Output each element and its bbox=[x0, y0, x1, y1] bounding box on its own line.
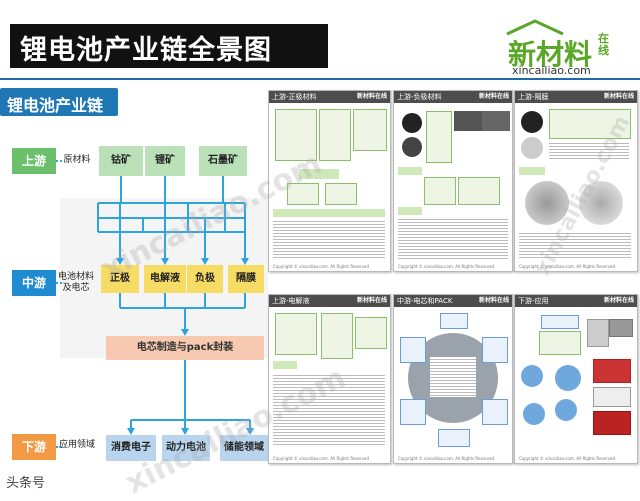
page-title: 锂电池产业链全景图 bbox=[20, 35, 272, 66]
thumb-cell-pack-logo: 新材料在线 bbox=[478, 297, 509, 304]
category-raw-materials: 原材料 bbox=[63, 155, 91, 165]
thumb-anode-title: 上游-负极材料 bbox=[397, 93, 442, 101]
thumb-anode-copyright: Copyright © xincailiao.com. All Rights R… bbox=[398, 264, 495, 269]
thumb-cathode-title: 上游-正极材料 bbox=[272, 93, 317, 101]
logo-suffix: 在线 bbox=[598, 32, 609, 57]
thumb-cell-pack-title: 中游-电芯和PACK bbox=[397, 297, 453, 305]
diagram-title: 锂电池产业链 bbox=[7, 96, 104, 115]
raw-lithium: 锂矿 bbox=[145, 146, 185, 176]
header-banner bbox=[10, 24, 328, 68]
flow-connectors bbox=[56, 160, 254, 448]
thumb-electrolyte: 上游-电解液 新材料在线 Copyright © xincailiao.com.… bbox=[268, 294, 391, 464]
thumb-cell-pack-copyright: Copyright © xincailiao.com. All Rights R… bbox=[398, 456, 495, 461]
raw-cobalt: 钴矿 bbox=[99, 146, 143, 176]
thumb-electrolyte-logo: 新材料在线 bbox=[356, 297, 387, 304]
logo: 新材料 bbox=[508, 38, 593, 71]
thumb-applications-title: 下游-应用 bbox=[518, 297, 549, 305]
category-applications: 应用领域 bbox=[58, 440, 95, 450]
thumb-separator-logo: 新材料在线 bbox=[603, 93, 634, 100]
thumb-cell-pack: 中游-电芯和PACK 新材料在线 Copyright © xincailiao.… bbox=[393, 294, 513, 464]
logo-roof-icon bbox=[506, 19, 564, 36]
app-consumer-electronics: 消费电子 bbox=[106, 435, 156, 461]
thumb-anode-logo: 新材料在线 bbox=[478, 93, 509, 100]
app-energy-storage: 储能领域 bbox=[220, 435, 268, 461]
material-separator: 隔膜 bbox=[228, 265, 264, 293]
thumb-anode: 上游-负极材料 新材料在线 Copyright © xincailiao.com… bbox=[393, 90, 513, 272]
app-power-battery: 动力电池 bbox=[162, 435, 210, 461]
attribution: 头条号 bbox=[6, 476, 46, 491]
raw-graphite: 石墨矿 bbox=[199, 146, 247, 176]
thumb-separator: 上游-隔膜 新材料在线 Copyright © xincailiao.com. … bbox=[514, 90, 638, 272]
cell-manufacture-pack: 电芯制造与pack封装 bbox=[106, 336, 264, 360]
thumb-separator-title: 上游-隔膜 bbox=[518, 93, 549, 101]
stage-upstream: 上游 bbox=[12, 148, 56, 174]
material-cathode: 正极 bbox=[101, 265, 139, 293]
thumb-cathode-logo: 新材料在线 bbox=[356, 93, 387, 100]
thumb-applications: 下游-应用 新材料在线 Copyright © xincailiao.com. … bbox=[514, 294, 638, 464]
thumb-applications-copyright: Copyright © xincailiao.com. All Rights R… bbox=[519, 456, 616, 461]
logo-url: xincailiao.com bbox=[512, 64, 591, 77]
material-electrolyte: 电解液 bbox=[144, 265, 186, 293]
stage-downstream: 下游 bbox=[12, 434, 56, 460]
diagram-title-box bbox=[0, 88, 118, 116]
material-anode: 负极 bbox=[187, 265, 223, 293]
thumb-separator-copyright: Copyright © xincailiao.com. All Rights R… bbox=[519, 264, 616, 269]
stage-midstream: 中游 bbox=[12, 270, 56, 296]
thumb-cathode: 上游-正极材料 新材料在线 Copyright © xincailiao.com… bbox=[268, 90, 391, 272]
category-battery-materials: 电池材料及电芯 bbox=[58, 272, 95, 293]
thumb-cathode-copyright: Copyright © xincailiao.com. All Rights R… bbox=[273, 264, 370, 269]
thumb-applications-logo: 新材料在线 bbox=[603, 297, 634, 304]
header-divider bbox=[0, 78, 640, 80]
thumb-electrolyte-title: 上游-电解液 bbox=[272, 297, 310, 305]
thumb-electrolyte-copyright: Copyright © xincailiao.com. All Rights R… bbox=[273, 456, 370, 461]
